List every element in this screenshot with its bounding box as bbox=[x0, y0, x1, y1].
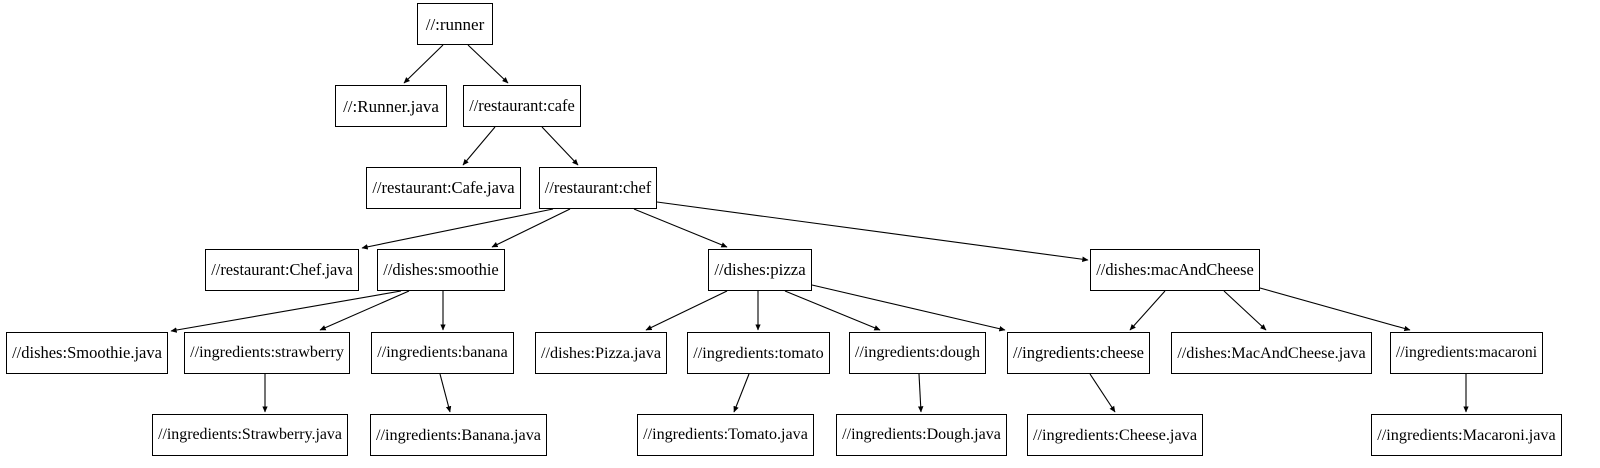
graph-edge-macandcheese-to-cheese bbox=[1129, 290, 1166, 331]
graph-edge-chef-to-smoothie bbox=[491, 208, 571, 248]
graph-edge-cafe-to-cafe_java bbox=[462, 126, 496, 166]
graph-edge-chef-to-chef_java bbox=[361, 208, 554, 250]
graph-node-label: //ingredients:Tomato.java bbox=[643, 425, 808, 443]
graph-node-runner[interactable]: //:runner bbox=[417, 3, 493, 45]
graph-node-label: //restaurant:chef bbox=[544, 177, 652, 197]
graph-node-label: //dishes:macAndCheese bbox=[1096, 259, 1254, 279]
graph-edge-chef-to-pizza bbox=[633, 208, 728, 248]
graph-edge-dough-to-dough_java bbox=[917, 373, 924, 413]
graph-node-macaroni[interactable]: //ingredients:macaroni bbox=[1390, 332, 1543, 374]
graph-node-label: //ingredients:tomato bbox=[693, 343, 824, 362]
graph-node-label: //ingredients:Cheese.java bbox=[1032, 424, 1198, 444]
graph-node-chef_java[interactable]: //restaurant:Chef.java bbox=[205, 249, 359, 291]
graph-edge-pizza-to-cheese bbox=[811, 284, 1006, 332]
graph-node-label: //ingredients:strawberry bbox=[190, 343, 344, 361]
graph-node-label: //ingredients:dough bbox=[854, 343, 981, 361]
graph-edge-cheese-to-cheese_java bbox=[1089, 373, 1116, 413]
graph-node-label: //:Runner.java bbox=[343, 96, 439, 116]
graph-node-label: //ingredients:Strawberry.java bbox=[158, 426, 342, 444]
graph-node-banana_java[interactable]: //ingredients:Banana.java bbox=[370, 414, 547, 456]
graph-node-label: //ingredients:Dough.java bbox=[842, 426, 1001, 443]
graph-node-label: //restaurant:Cafe.java bbox=[372, 177, 515, 197]
graph-node-dough_java[interactable]: //ingredients:Dough.java bbox=[836, 414, 1007, 456]
graph-node-cafe[interactable]: //restaurant:cafe bbox=[463, 85, 581, 127]
graph-node-chef[interactable]: //restaurant:chef bbox=[539, 167, 657, 209]
graph-node-label: //:runner bbox=[425, 14, 485, 34]
graph-node-label: //restaurant:Chef.java bbox=[211, 259, 353, 279]
graph-node-label: //ingredients:Banana.java bbox=[376, 425, 541, 444]
graph-node-label: //dishes:Pizza.java bbox=[540, 343, 662, 362]
graph-node-banana[interactable]: //ingredients:banana bbox=[371, 332, 514, 374]
graph-edge-runner-to-runner_java bbox=[403, 44, 444, 84]
graph-node-macandcheese[interactable]: //dishes:macAndCheese bbox=[1090, 249, 1260, 291]
graph-node-smoothie[interactable]: //dishes:smoothie bbox=[377, 249, 505, 291]
graph-node-strawberry_java[interactable]: //ingredients:Strawberry.java bbox=[152, 414, 348, 456]
graph-edge-macandcheese-to-macaroni bbox=[1259, 287, 1411, 332]
graph-node-cheese[interactable]: //ingredients:cheese bbox=[1007, 332, 1150, 374]
graph-edge-runner-to-cafe bbox=[467, 44, 509, 84]
graph-edge-banana-to-banana_java bbox=[439, 373, 452, 413]
graph-node-label: //dishes:pizza bbox=[714, 259, 806, 279]
graph-edge-pizza-to-dough bbox=[784, 290, 881, 331]
graph-node-label: //dishes:MacAndCheese.java bbox=[1177, 343, 1366, 362]
graph-edge-smoothie-to-strawberry bbox=[319, 290, 410, 331]
graph-node-strawberry[interactable]: //ingredients:strawberry bbox=[184, 332, 350, 374]
graph-edge-cafe-to-chef bbox=[541, 126, 579, 166]
graph-node-label: //restaurant:cafe bbox=[469, 95, 575, 115]
graph-node-label: //ingredients:banana bbox=[377, 343, 508, 361]
graph-node-label: //ingredients:cheese bbox=[1012, 342, 1145, 362]
graph-node-label: //ingredients:Macaroni.java bbox=[1377, 425, 1556, 444]
graph-node-tomato[interactable]: //ingredients:tomato bbox=[687, 332, 830, 374]
graph-node-runner_java[interactable]: //:Runner.java bbox=[335, 85, 447, 127]
graph-node-cheese_java[interactable]: //ingredients:Cheese.java bbox=[1027, 414, 1203, 456]
graph-node-tomato_java[interactable]: //ingredients:Tomato.java bbox=[637, 414, 814, 456]
graph-node-macaroni_java[interactable]: //ingredients:Macaroni.java bbox=[1371, 414, 1562, 456]
graph-node-pizza[interactable]: //dishes:pizza bbox=[708, 249, 812, 291]
graph-node-label: //dishes:smoothie bbox=[383, 259, 499, 279]
graph-node-label: //dishes:Smoothie.java bbox=[12, 342, 162, 362]
graph-node-dough[interactable]: //ingredients:dough bbox=[849, 332, 986, 374]
graph-node-label: //ingredients:macaroni bbox=[1395, 344, 1538, 362]
graph-edge-smoothie-to-smoothie_java bbox=[170, 290, 402, 333]
graph-edge-pizza-to-pizza_java bbox=[645, 290, 728, 331]
graph-node-pizza_java[interactable]: //dishes:Pizza.java bbox=[535, 332, 667, 374]
graph-edge-tomato-to-tomato_java bbox=[733, 373, 750, 413]
graph-node-smoothie_java[interactable]: //dishes:Smoothie.java bbox=[6, 332, 168, 374]
graph-edge-macandcheese-to-macandcheese_java bbox=[1223, 290, 1267, 331]
graph-node-macandcheese_java[interactable]: //dishes:MacAndCheese.java bbox=[1171, 332, 1372, 374]
graph-node-cafe_java[interactable]: //restaurant:Cafe.java bbox=[366, 167, 521, 209]
